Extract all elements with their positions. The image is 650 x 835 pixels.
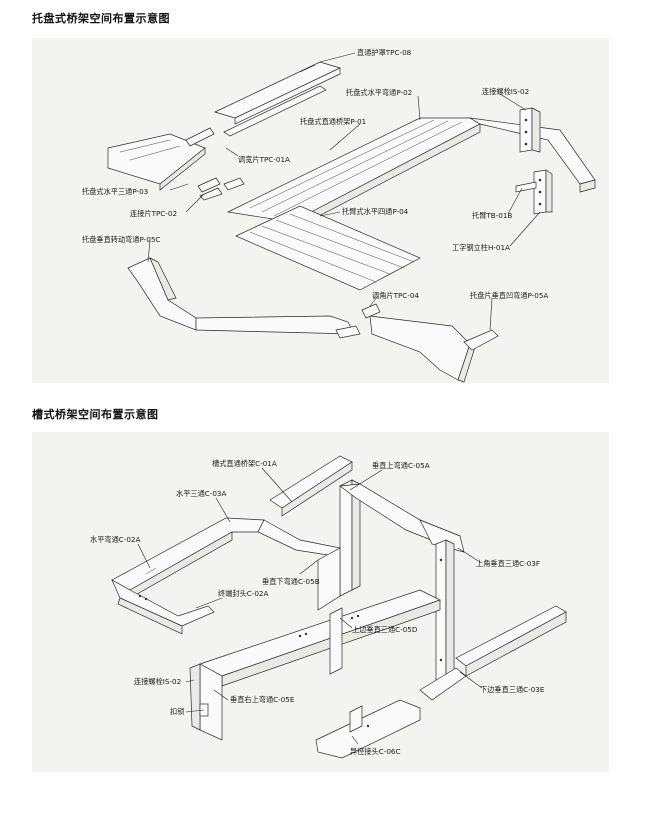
label-tpc01a: 调宽片TPC-01A xyxy=(238,155,290,164)
label-p04: 托臂式水平四通P-04 xyxy=(342,207,409,216)
label-c05a: 垂直上弯通C-05A xyxy=(372,461,430,470)
column-h01a xyxy=(515,107,553,215)
label-buckle: 扣锁 xyxy=(170,707,184,716)
fourway-p04 xyxy=(235,205,421,291)
label-is02-2: 连接螺栓IS-02 xyxy=(134,677,181,686)
label-c01a: 槽式直通桥架C-01A xyxy=(212,459,277,468)
label-c02a: 水平弯通C-02A xyxy=(90,535,141,544)
label-tpc02: 连接片TPC-02 xyxy=(130,209,177,218)
label-h01a: 工字钢立柱H-01A xyxy=(452,243,510,252)
channel-c03e xyxy=(419,605,567,701)
cover-tpc08 xyxy=(214,61,341,137)
label-c02a-end: 终端封头C-02A xyxy=(218,589,269,598)
left-branch-tray xyxy=(107,127,245,201)
channel-c06c xyxy=(315,699,421,759)
label-tpc04: 调角片TPC-04 xyxy=(372,291,419,300)
channel-left-loop xyxy=(111,517,341,635)
label-c05e: 垂直右上弯通C-05E xyxy=(230,695,295,704)
diagram1-leaders xyxy=(147,52,541,331)
label-is02-1: 连接螺栓IS-02 xyxy=(482,87,529,96)
label-c05d: 上边垂直三通C-05D xyxy=(352,625,418,634)
label-tb01b: 托臂TB-01B xyxy=(472,211,512,220)
label-p03: 托盘式水平三通P-03 xyxy=(82,187,148,196)
label-p02: 托盘式水平弯通P-02 xyxy=(346,88,412,97)
channel-c01a xyxy=(269,455,353,517)
lower-run xyxy=(127,257,499,383)
channel-c05e xyxy=(189,663,223,741)
diagram2-title: 槽式桥架空间布置示意图 xyxy=(32,408,159,421)
label-p05a: 托盘片垂直凹弯通P-05A xyxy=(470,291,548,300)
label-p05c: 托盘垂直转动弯通P-05C xyxy=(82,235,160,244)
label-c03a: 水平三通C-03A xyxy=(176,489,227,498)
label-tpc08: 直通护罩TPC-08 xyxy=(357,48,412,57)
label-p01: 托盘式直通桥架P-01 xyxy=(300,117,366,126)
diagram2-leaders xyxy=(137,467,483,745)
label-c06c: 异径接头C-06C xyxy=(350,747,401,756)
diagram1-title: 托盘式桥架空间布置示意图 xyxy=(32,12,170,25)
label-c03f: 上角垂直三通C-03F xyxy=(476,559,540,568)
diagram1-drawing: 直通护罩TPC-08 托盘式水平弯通P-02 连接螺栓IS-02 托盘式直通桥架… xyxy=(82,48,596,383)
label-c05b: 垂直下弯通C-05B xyxy=(262,577,320,586)
label-c03e: 下边垂直三通C-03E xyxy=(480,685,545,694)
channel-right-tee xyxy=(419,519,465,685)
